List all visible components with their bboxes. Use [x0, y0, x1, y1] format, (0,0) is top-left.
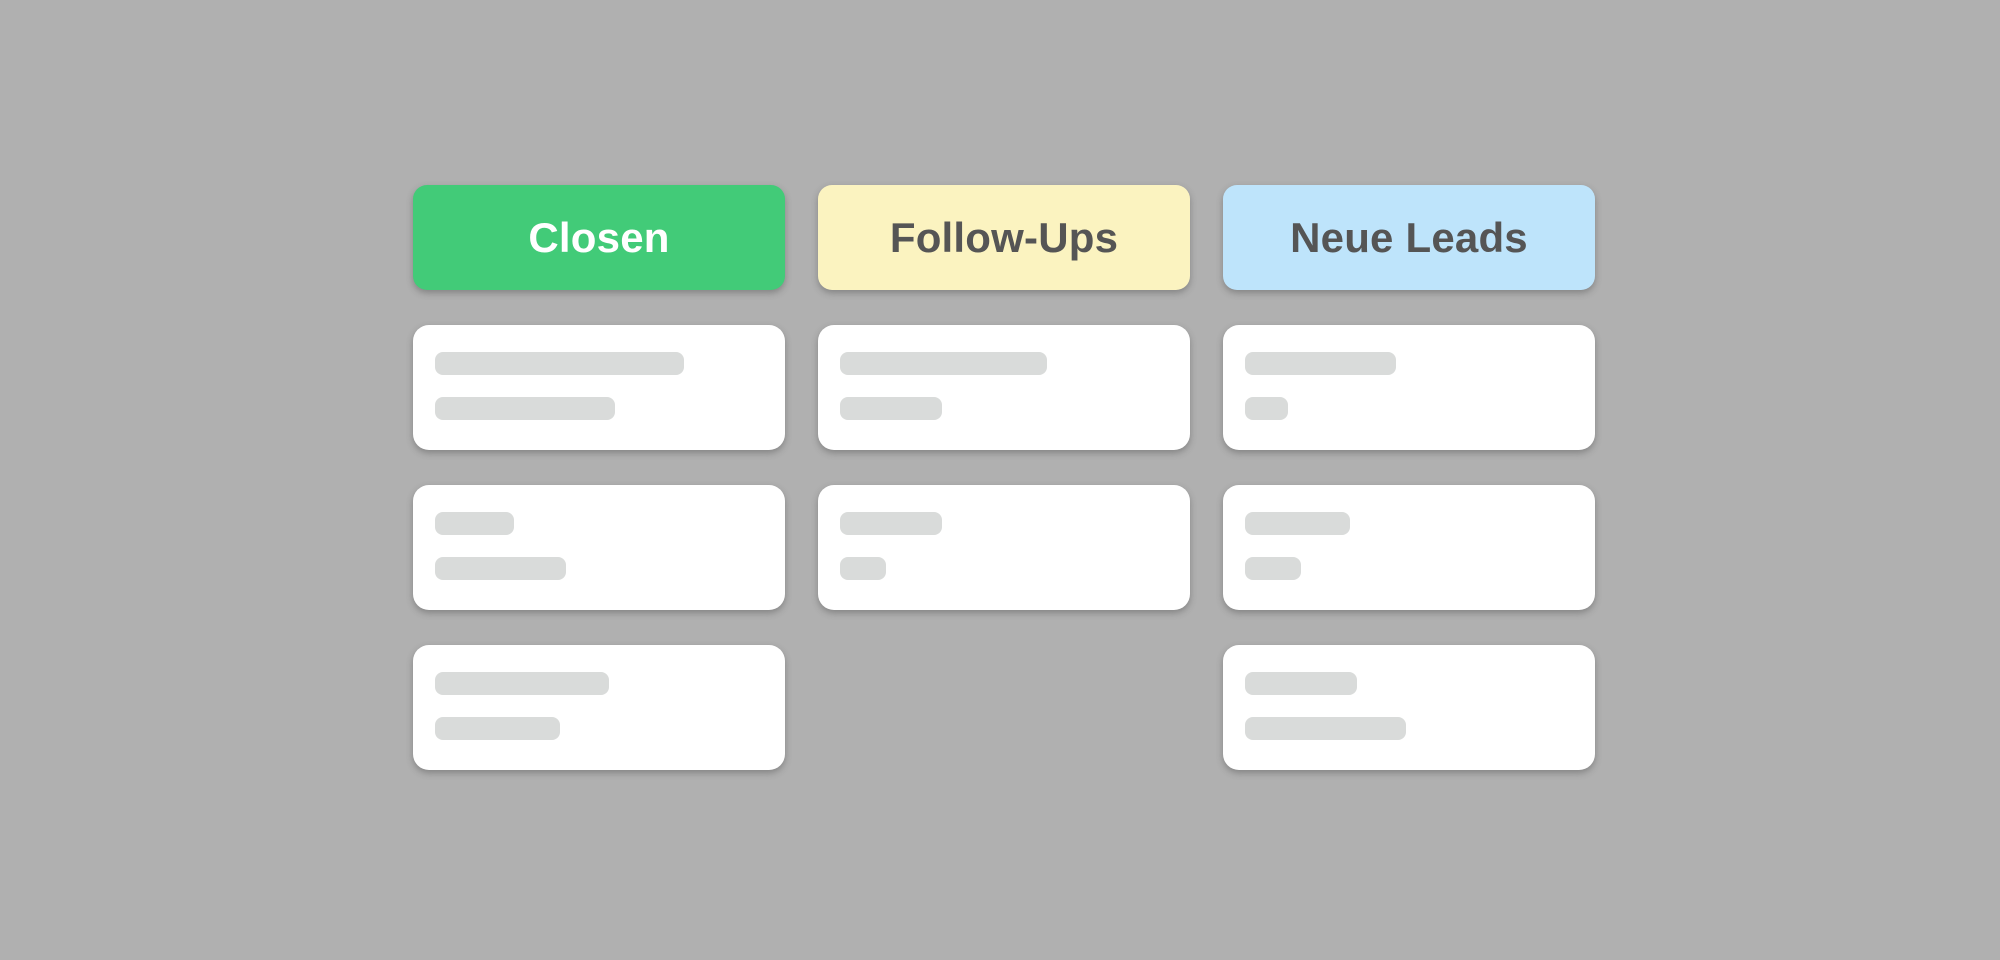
column-header-follow-ups[interactable]: Follow-Ups: [818, 185, 1190, 290]
skeleton-bar-primary: [840, 512, 942, 535]
card[interactable]: [1223, 325, 1595, 450]
skeleton-bar-primary: [435, 672, 609, 695]
card-list-neue-leads: [1223, 325, 1595, 770]
card[interactable]: [413, 325, 785, 450]
column-header-closen[interactable]: Closen: [413, 185, 785, 290]
skeleton-bar-secondary: [1245, 397, 1288, 420]
card[interactable]: [1223, 485, 1595, 610]
card-list-follow-ups: [818, 325, 1190, 770]
board-column-follow-ups: Follow-Ups: [818, 185, 1190, 770]
card[interactable]: [1223, 645, 1595, 770]
skeleton-bar-secondary: [435, 557, 567, 580]
card[interactable]: [818, 485, 1190, 610]
board-column-neue-leads: Neue Leads: [1223, 185, 1595, 770]
skeleton-bar-secondary: [840, 397, 942, 420]
skeleton-bar-secondary: [1245, 717, 1406, 740]
skeleton-bar-primary: [435, 512, 514, 535]
card-list-closen: [413, 325, 785, 770]
skeleton-bar-secondary: [435, 397, 616, 420]
skeleton-bar-primary: [435, 352, 685, 375]
skeleton-bar-primary: [1245, 512, 1350, 535]
skeleton-bar-secondary: [435, 717, 560, 740]
card[interactable]: [818, 325, 1190, 450]
skeleton-bar-secondary: [840, 557, 886, 580]
skeleton-bar-primary: [1245, 672, 1357, 695]
kanban-board: Closen Follow-Ups: [413, 185, 1595, 770]
board-column-closen: Closen: [413, 185, 785, 770]
column-header-neue-leads[interactable]: Neue Leads: [1223, 185, 1595, 290]
skeleton-bar-primary: [840, 352, 1047, 375]
card[interactable]: [413, 485, 785, 610]
card[interactable]: [413, 645, 785, 770]
skeleton-bar-secondary: [1245, 557, 1301, 580]
skeleton-bar-primary: [1245, 352, 1396, 375]
